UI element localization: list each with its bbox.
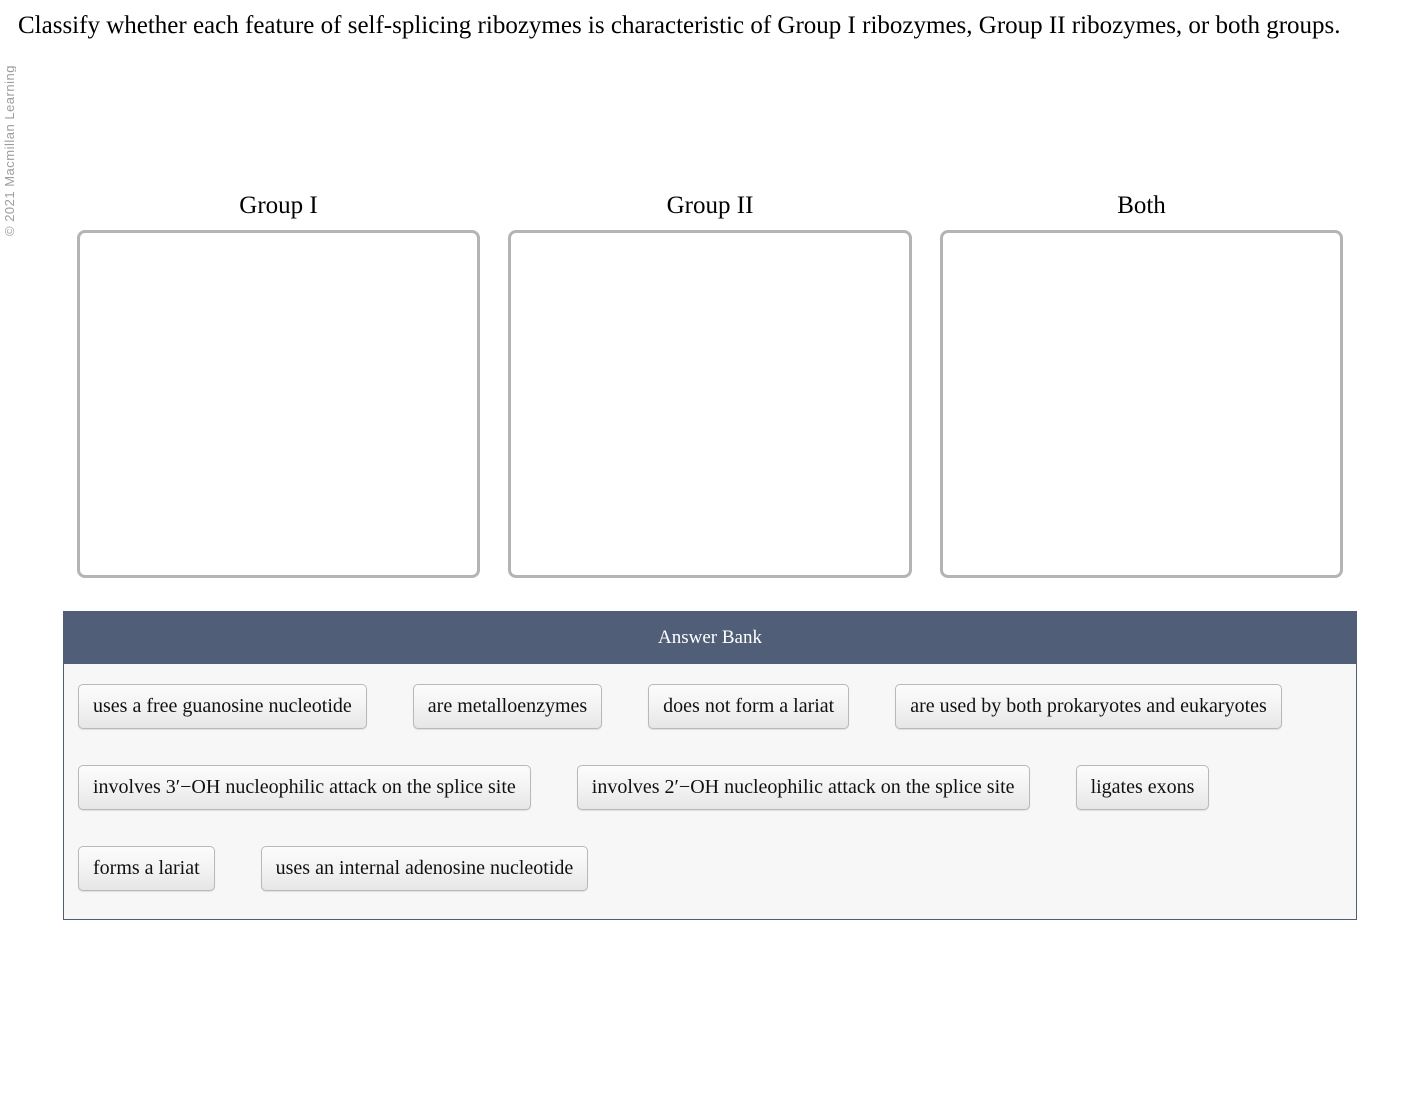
drop-column-group-i: Group I xyxy=(77,190,480,578)
drop-column-group-ii: Group II xyxy=(508,190,912,578)
answer-tile[interactable]: involves 2′−OH nucleophilic attack on th… xyxy=(576,765,1030,810)
answer-tile[interactable]: involves 3′−OH nucleophilic attack on th… xyxy=(78,765,531,810)
answer-tile[interactable]: ligates exons xyxy=(1075,765,1210,810)
answer-tile-row: forms a lariat uses an internal adenosin… xyxy=(78,846,1342,891)
drop-column-label-group-i: Group I xyxy=(239,192,318,219)
answer-tile[interactable]: uses an internal adenosine nucleotide xyxy=(260,846,589,891)
drop-box-group-ii[interactable] xyxy=(508,230,912,578)
drop-zone-area: Group I Group II Both xyxy=(0,190,1404,585)
drop-box-group-i[interactable] xyxy=(77,230,480,578)
drop-column-both: Both xyxy=(940,190,1343,578)
answer-tile-row: involves 3′−OH nucleophilic attack on th… xyxy=(78,765,1342,810)
answer-tile[interactable]: are metalloenzymes xyxy=(412,684,603,729)
drop-column-label-group-ii: Group II xyxy=(666,192,754,219)
answer-tile[interactable]: are used by both prokaryotes and eukaryo… xyxy=(895,684,1282,729)
answer-bank-body: uses a free guanosine nucleotide are met… xyxy=(64,664,1356,919)
answer-tile[interactable]: uses a free guanosine nucleotide xyxy=(78,684,367,729)
answer-tile[interactable]: does not form a lariat xyxy=(648,684,850,729)
drop-column-label-both: Both xyxy=(1117,192,1166,219)
drop-box-both[interactable] xyxy=(940,230,1343,578)
answer-bank-title: Answer Bank xyxy=(64,612,1356,664)
question-prompt: Classify whether each feature of self-sp… xyxy=(18,12,1341,39)
answer-bank: Answer Bank uses a free guanosine nucleo… xyxy=(63,611,1357,920)
answer-tile-row: uses a free guanosine nucleotide are met… xyxy=(78,684,1342,729)
answer-tile[interactable]: forms a lariat xyxy=(78,846,215,891)
